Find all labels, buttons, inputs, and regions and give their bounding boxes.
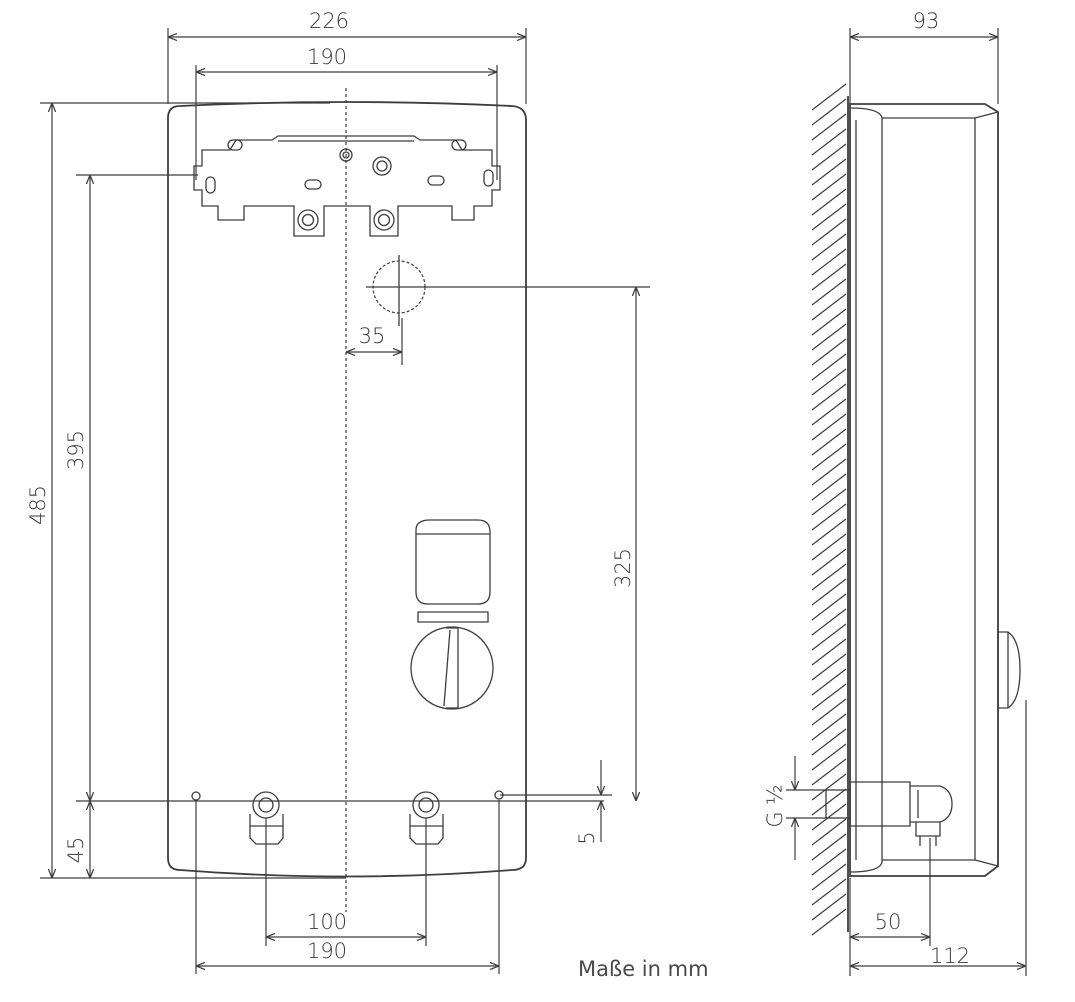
wall-hatch-line xyxy=(811,383,847,411)
dim-190-top-label: 190 xyxy=(307,45,347,69)
wall-hatch-line xyxy=(811,533,847,561)
wall-hatch-line xyxy=(811,458,847,486)
wall-hatch-line xyxy=(811,113,847,141)
side-knob xyxy=(997,631,1021,709)
heater-housing-side xyxy=(849,103,999,877)
unit-note: Maße in mm xyxy=(578,957,709,981)
wall-hatch-line xyxy=(811,713,847,741)
thread-label: G ½ xyxy=(763,784,787,827)
wall-hatch-line xyxy=(811,323,847,351)
wall-hatch-line xyxy=(811,278,847,306)
wall-hatch-line xyxy=(811,263,847,291)
temperature-knob xyxy=(410,626,494,710)
wall-hatch-line xyxy=(811,488,847,516)
wall-hatch-line xyxy=(811,83,847,111)
wall-hatch-line xyxy=(811,443,847,471)
dim-35-label: 35 xyxy=(359,324,386,348)
wall-hatch-line xyxy=(811,638,847,666)
wall-hatch-line xyxy=(811,893,847,921)
cable-entry xyxy=(366,255,650,326)
wall-hatch-line xyxy=(811,248,847,276)
wall-hatch-line xyxy=(811,698,847,726)
wall-hatch-line xyxy=(811,98,847,126)
dim-485-label: 485 xyxy=(26,485,50,525)
water-connections xyxy=(191,790,504,845)
wall-hatch-line xyxy=(811,668,847,696)
wall-hatch-line xyxy=(811,878,847,906)
wall-hatch-line xyxy=(811,218,847,246)
extension-lines xyxy=(40,28,612,974)
wall-hatch-line xyxy=(811,848,847,876)
wall-hatch-line xyxy=(811,233,847,261)
dim-100-label: 100 xyxy=(307,910,347,934)
wall-hatch-line xyxy=(811,158,847,186)
front-view: 226 190 485 395 45 35 325 5 100 190 xyxy=(26,9,650,974)
wall-hatch-line xyxy=(811,518,847,546)
wall-hatch-line xyxy=(811,578,847,606)
wall-hatch-line xyxy=(811,503,847,531)
wall-hatch-line xyxy=(811,173,847,201)
wall-hatch xyxy=(811,83,847,936)
wall-hatch-line xyxy=(811,413,847,441)
wall-hatch-line xyxy=(811,368,847,396)
wall-hatch-line xyxy=(811,353,847,381)
dim-93-label: 93 xyxy=(913,9,940,33)
wall-hatch-line xyxy=(811,548,847,576)
display-panel xyxy=(415,519,491,623)
wall-hatch-line xyxy=(811,128,847,156)
wall-hatch-line xyxy=(811,308,847,336)
side-connection xyxy=(825,781,953,846)
wall-hatch-line xyxy=(811,818,847,846)
dim-50-label: 50 xyxy=(875,910,902,934)
wall-hatch-line xyxy=(811,653,847,681)
dim-190-bottom-label: 190 xyxy=(307,939,347,963)
wall-hatch-line xyxy=(811,788,847,816)
wall-hatch-line xyxy=(811,728,847,756)
wall-hatch-line xyxy=(811,398,847,426)
wall-hatch-line xyxy=(811,833,847,861)
side-view: 93 G ½ 50 112 xyxy=(763,9,1027,976)
wall-hatch-line xyxy=(811,743,847,771)
dim-45-label: 45 xyxy=(64,837,88,864)
wall-hatch-line xyxy=(811,863,847,891)
wall-hatch-line xyxy=(811,563,847,591)
dim-325-label: 325 xyxy=(611,548,635,588)
wall-hatch-line xyxy=(811,338,847,366)
wall-hatch-line xyxy=(811,803,847,831)
wall-hatch-line xyxy=(811,623,847,651)
wall-hatch-line xyxy=(811,293,847,321)
dim-112-label: 112 xyxy=(930,944,970,968)
wall-hatch-line xyxy=(811,593,847,621)
wall-hatch-line xyxy=(811,203,847,231)
dim-395-label: 395 xyxy=(64,430,88,470)
wall-hatch-line xyxy=(811,473,847,501)
heater-housing-front xyxy=(167,101,527,878)
wall-hatch-line xyxy=(811,758,847,786)
wall-hatch-line xyxy=(811,773,847,801)
wall-hatch-line xyxy=(811,608,847,636)
wall-hatch-line xyxy=(811,188,847,216)
wall-hatch-line xyxy=(811,908,847,936)
dim-5-label: 5 xyxy=(575,831,599,844)
dim-226-label: 226 xyxy=(309,9,349,33)
mounting-bracket xyxy=(193,135,501,237)
wall-hatch-line xyxy=(811,428,847,456)
wall-hatch-line xyxy=(811,143,847,171)
wall-hatch-line xyxy=(811,683,847,711)
